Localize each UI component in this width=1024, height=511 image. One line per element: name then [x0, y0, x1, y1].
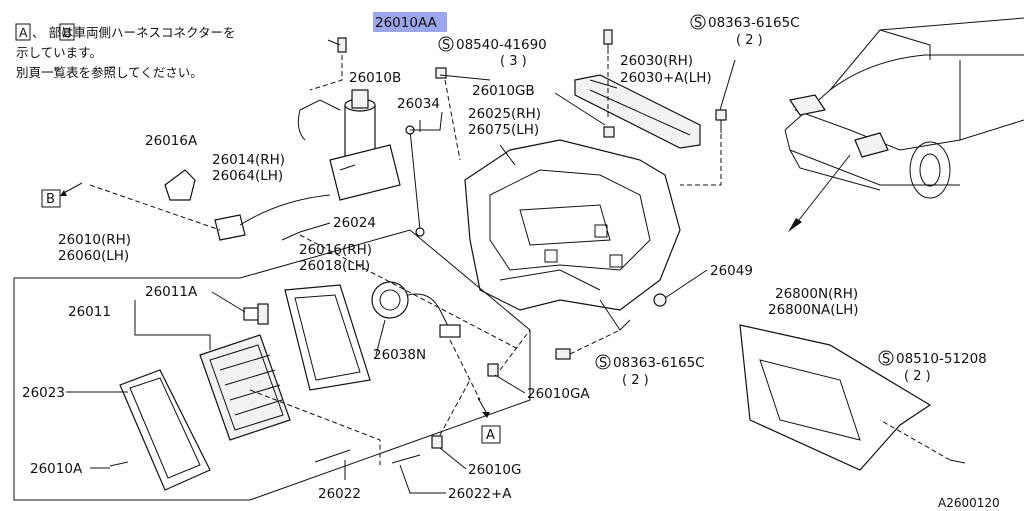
label-26011A[interactable]: 26011A — [145, 284, 198, 300]
screw-symbol-icon: S — [882, 352, 890, 367]
screw-26010A — [109, 461, 129, 467]
pin-26024 — [281, 231, 301, 241]
part-26016A-harness — [164, 169, 331, 241]
note-line-3: 別頁一覧表を参照してください。 — [16, 65, 203, 80]
label-26010B[interactable]: 26010B — [349, 70, 401, 86]
screw-08540 — [603, 29, 613, 45]
label-26022[interactable]: 26022 — [318, 486, 361, 502]
label-08363-top-qty: ( 2 ) — [736, 33, 763, 48]
label-08510[interactable]: 08510-51208 — [896, 351, 987, 367]
part-26011-sealed-beam — [199, 334, 291, 441]
headlamp-assembly-box — [13, 229, 531, 501]
label-26018-lh[interactable]: 26018(LH) — [299, 258, 370, 274]
part-26025-housing — [464, 139, 681, 331]
label-26023[interactable]: 26023 — [22, 385, 65, 401]
part-26030-bracket — [574, 74, 701, 149]
label-26022A[interactable]: 26022+A — [448, 486, 512, 502]
screw-26022 — [314, 449, 351, 463]
screw-symbol-icon: S — [599, 356, 607, 371]
diagram-reference: A2600120 — [938, 496, 1000, 510]
screw-symbol-icon: S — [694, 16, 702, 31]
screw-08363-top — [715, 109, 727, 121]
label-26049[interactable]: 26049 — [710, 263, 753, 279]
note-line-1: 、 部は車両側ハーネスコネクターを — [32, 25, 235, 40]
label-26016-rh[interactable]: 26016(RH) — [299, 242, 372, 258]
car-illustration — [784, 17, 1024, 232]
screw-symbol-icon: S — [442, 38, 450, 53]
svg-text:A: A — [486, 428, 495, 443]
highlight-26010AA — [373, 12, 447, 32]
part-26038N-socket — [371, 281, 461, 338]
screw-08510 — [949, 459, 966, 464]
note-box-b-letter: B — [63, 25, 72, 40]
label-26025-rh[interactable]: 26025(RH) — [468, 106, 541, 122]
label-26064-lh[interactable]: 26064(LH) — [212, 168, 283, 184]
dashed-guides — [89, 55, 951, 465]
label-26800N-rh[interactable]: 26800N(RH) — [775, 286, 858, 302]
clip-26010GB — [603, 126, 615, 138]
label-26016A[interactable]: 26016A — [145, 133, 198, 149]
screw-26010AA — [337, 37, 347, 53]
label-26010AA[interactable]: 26010AA — [375, 15, 438, 31]
connector-tag-b: B — [41, 182, 83, 208]
part-26011A-bulb — [243, 303, 269, 325]
label-26010-rh[interactable]: 26010(RH) — [58, 232, 131, 248]
svg-text:B: B — [46, 192, 55, 207]
label-08363-mid-qty: ( 2 ) — [622, 373, 649, 388]
clip-26010GA — [487, 363, 499, 377]
fasteners — [109, 29, 966, 467]
screw-26022A — [391, 454, 421, 464]
screw-08363-mid — [555, 348, 571, 360]
label-26011[interactable]: 26011 — [68, 304, 111, 320]
nut-26049 — [653, 293, 667, 307]
connector-tag-a: A — [477, 397, 501, 444]
label-26075-lh[interactable]: 26075(LH) — [468, 122, 539, 138]
label-26024[interactable]: 26024 — [333, 215, 376, 231]
label-26034[interactable]: 26034 — [397, 96, 440, 112]
part-26800N-cover — [739, 324, 932, 471]
note-box-a-letter: A — [19, 25, 28, 40]
leader-lines — [66, 59, 736, 494]
part-26023-rim — [119, 369, 211, 491]
label-08363-mid[interactable]: 08363-6165C — [613, 355, 705, 371]
label-26800NA-lh[interactable]: 26800NA(LH) — [768, 302, 859, 318]
label-26010G[interactable]: 26010G — [468, 462, 521, 478]
label-26010GA[interactable]: 26010GA — [527, 386, 590, 402]
label-08540[interactable]: 08540-41690 — [456, 37, 547, 53]
clip-26010B — [435, 67, 447, 79]
part-26034-cable — [405, 125, 425, 237]
label-26014-rh[interactable]: 26014(RH) — [212, 152, 285, 168]
part-26014-motor — [297, 89, 401, 201]
label-26010A[interactable]: 26010A — [30, 461, 83, 477]
clip-26010G — [431, 435, 443, 449]
label-08540-qty: ( 3 ) — [500, 54, 527, 69]
part-26016-frame — [284, 284, 371, 391]
label-26030-lh[interactable]: 26030+A(LH) — [620, 70, 712, 86]
part-labels: 26010AA S 08540-41690 ( 3 ) S 08363-6165… — [22, 12, 1000, 510]
label-26010GB[interactable]: 26010GB — [472, 83, 535, 99]
label-08510-qty: ( 2 ) — [904, 369, 931, 384]
label-26030-rh[interactable]: 26030(RH) — [620, 53, 693, 69]
label-26038N[interactable]: 26038N — [373, 347, 426, 363]
label-08363-top[interactable]: 08363-6165C — [708, 15, 800, 31]
note-block: A B 、 部は車両側ハーネスコネクターを 示しています。 別頁一覧表を参照して… — [15, 23, 235, 80]
label-26060-lh[interactable]: 26060(LH) — [58, 248, 129, 264]
note-line-2: 示しています。 — [16, 45, 102, 60]
